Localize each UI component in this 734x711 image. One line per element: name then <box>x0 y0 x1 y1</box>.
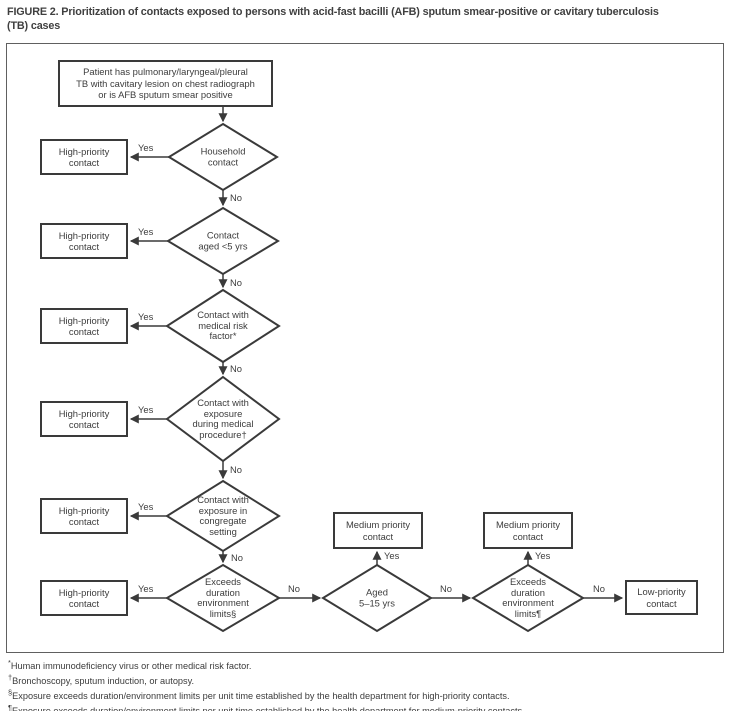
yes-label-6: Yes <box>138 583 154 594</box>
decision-medical-risk-factor: Contact with medical risk factor* <box>197 309 249 342</box>
footnote-section: §Exposure exceeds duration/environment l… <box>8 687 730 702</box>
footnote-text: Exposure exceeds duration/environment li… <box>12 691 510 702</box>
yes-label-5: Yes <box>138 501 154 512</box>
footnote-marker: † <box>8 673 13 683</box>
high-priority-box-1: High-priority contact <box>40 139 128 175</box>
decision-aged-under-5: Contact aged <5 yrs <box>198 229 248 251</box>
high-priority-box-2: High-priority contact <box>40 223 128 259</box>
no-label-2: No <box>230 277 242 288</box>
medium-priority-box-1: Medium priority contact <box>333 512 423 549</box>
no-label-6: No <box>288 583 300 594</box>
high-priority-box-4: High-priority contact <box>40 401 128 437</box>
low-priority-box: Low-priority contact <box>625 580 698 615</box>
decision-congregate-setting: Contact with exposure in congregate sett… <box>197 493 249 537</box>
diamond-aged-5-15-shape <box>321 563 433 633</box>
no-label-3: No <box>230 363 242 374</box>
yes-label-2: Yes <box>138 226 154 237</box>
footnote-text: Bronchoscopy, sputum induction, or autop… <box>12 676 195 687</box>
footnote-asterisk: *Human immunodeficiency virus or other m… <box>8 657 730 672</box>
no-label-5: No <box>231 552 243 563</box>
yes-label-3: Yes <box>138 311 154 322</box>
footnote-dagger: †Bronchoscopy, sputum induction, or auto… <box>8 672 730 687</box>
decision-exceeds-limits-medium: Exceeds duration environment limits¶ <box>502 575 554 619</box>
footnote-marker: * <box>8 658 11 667</box>
start-box: Patient has pulmonary/laryngeal/pleural … <box>58 60 273 107</box>
yes-label-1: Yes <box>138 142 154 153</box>
decision-exceeds-limits-high: Exceeds duration environment limits§ <box>197 575 249 619</box>
high-priority-box-5: High-priority contact <box>40 498 128 534</box>
yes-label-4: Yes <box>138 404 154 415</box>
yes-label-8: Yes <box>535 550 551 561</box>
footnote-text: Exposure exceeds duration/environment li… <box>12 706 525 711</box>
no-label-4: No <box>230 464 242 475</box>
no-label-7: No <box>440 583 452 594</box>
diamond-exceeds-limits-medium-shape <box>471 563 585 633</box>
figure-title: FIGURE 2. Prioritization of contacts exp… <box>7 6 659 33</box>
no-label-1: No <box>230 192 242 203</box>
chart-frame <box>6 43 724 653</box>
decision-aged-5-15: Aged 5–15 yrs <box>359 586 395 608</box>
decision-medical-procedure: Contact with exposure during medical pro… <box>192 396 254 440</box>
footnote-marker: § <box>8 688 13 698</box>
no-label-8: No <box>593 583 605 594</box>
footnote-marker: ¶ <box>8 703 12 711</box>
footnote-pilcrow: ¶Exposure exceeds duration/environment l… <box>8 702 730 711</box>
high-priority-box-6: High-priority contact <box>40 580 128 616</box>
yes-label-7: Yes <box>384 550 400 561</box>
decision-household-contact: Household contact <box>200 145 246 167</box>
footnote-text: Human immunodeficiency virus or other me… <box>10 661 252 672</box>
footnotes: *Human immunodeficiency virus or other m… <box>8 657 730 711</box>
medium-priority-box-2: Medium priority contact <box>483 512 573 549</box>
diamond-exceeds-limits-high-shape <box>165 563 281 633</box>
high-priority-box-3: High-priority contact <box>40 308 128 344</box>
